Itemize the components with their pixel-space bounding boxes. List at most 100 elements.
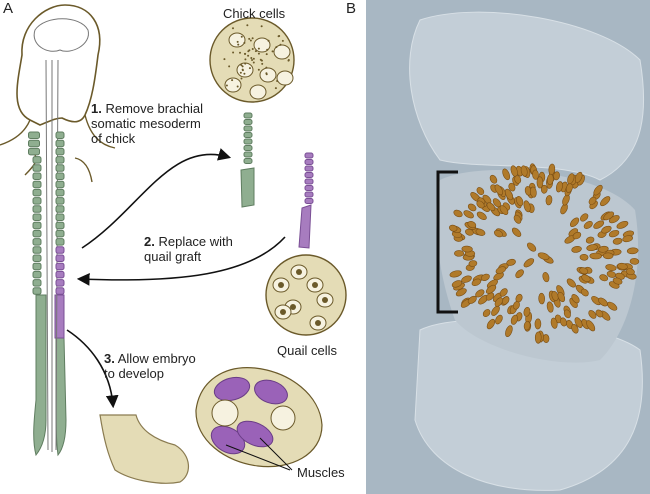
stained-cell bbox=[569, 217, 580, 228]
stained-cell bbox=[475, 289, 485, 298]
stained-cell bbox=[465, 228, 474, 236]
chick-cells-circle bbox=[209, 17, 295, 103]
somite bbox=[55, 147, 65, 156]
stained-cell bbox=[536, 176, 544, 189]
quail-stained-cells bbox=[448, 163, 640, 344]
stained-cell bbox=[583, 221, 593, 229]
chick-nucleus bbox=[236, 62, 254, 78]
step-1-line-3: of chick bbox=[91, 131, 136, 146]
step-2-number: 2. bbox=[144, 234, 155, 249]
somite bbox=[55, 172, 65, 180]
somite bbox=[55, 197, 65, 205]
somite bbox=[32, 180, 42, 189]
chick-cells-label: Chick cells bbox=[223, 6, 286, 21]
somite bbox=[32, 254, 42, 262]
somite bbox=[55, 164, 65, 172]
stained-cell bbox=[572, 231, 582, 240]
stained-cell bbox=[485, 292, 495, 301]
stained-cell bbox=[449, 270, 462, 278]
stained-cell bbox=[482, 309, 491, 318]
stained-cell bbox=[563, 309, 571, 319]
step-3-number: 3. bbox=[104, 351, 115, 366]
chick-embryo bbox=[0, 4, 116, 457]
stained-cell bbox=[494, 184, 504, 196]
somite bbox=[243, 112, 253, 119]
stained-cell bbox=[499, 205, 509, 215]
stained-cell bbox=[560, 317, 567, 327]
stained-cell bbox=[467, 203, 477, 212]
chick-nucleus bbox=[228, 32, 246, 48]
stained-cell bbox=[513, 214, 522, 224]
chick-somite-strip bbox=[240, 112, 255, 208]
somite bbox=[243, 119, 253, 125]
stained-cell bbox=[597, 245, 609, 253]
stained-cell bbox=[626, 247, 639, 255]
limb-cross-section bbox=[195, 367, 323, 471]
stained-cell bbox=[603, 211, 615, 221]
stained-cell bbox=[588, 196, 597, 205]
stained-cell bbox=[612, 237, 623, 245]
somite bbox=[32, 238, 42, 246]
stained-cell bbox=[523, 258, 535, 268]
stained-cell bbox=[514, 175, 522, 184]
stained-cell bbox=[580, 288, 589, 297]
stained-cell bbox=[463, 210, 474, 219]
arrow-replace bbox=[76, 236, 286, 286]
stained-cell bbox=[455, 288, 467, 297]
step-3-line-2: to develop bbox=[104, 366, 164, 381]
stained-cell bbox=[586, 244, 598, 252]
wing-limb bbox=[99, 414, 189, 484]
somite bbox=[243, 132, 253, 138]
somite bbox=[55, 188, 65, 197]
stained-cell bbox=[601, 225, 612, 234]
step-1-label: 1. Remove brachial somatic mesoderm of c… bbox=[91, 101, 203, 146]
somite bbox=[304, 165, 314, 172]
stained-cell bbox=[574, 171, 583, 183]
stained-cell bbox=[567, 173, 575, 185]
stained-cell bbox=[476, 187, 485, 195]
stained-cell bbox=[493, 229, 503, 238]
stained-cell bbox=[499, 288, 508, 297]
stained-cell bbox=[453, 209, 463, 218]
stained-cell bbox=[523, 321, 531, 331]
muscles-label: Muscles bbox=[297, 465, 345, 480]
somite bbox=[32, 156, 42, 164]
stained-cell bbox=[534, 318, 542, 330]
micrograph bbox=[366, 0, 650, 494]
somite bbox=[304, 191, 314, 198]
somite bbox=[55, 254, 65, 262]
somite bbox=[32, 221, 42, 230]
stained-cell bbox=[468, 260, 478, 267]
stained-cell bbox=[501, 296, 510, 305]
arrow-remove bbox=[81, 148, 232, 249]
somite bbox=[32, 164, 42, 172]
stained-cell bbox=[489, 174, 498, 184]
stained-cell bbox=[602, 252, 614, 260]
stained-cell bbox=[523, 200, 531, 213]
stained-cell bbox=[605, 264, 617, 271]
somite bbox=[243, 125, 253, 132]
stained-cell bbox=[542, 272, 550, 283]
somite bbox=[304, 185, 314, 191]
step-2-line-1: Replace with bbox=[158, 234, 233, 249]
somite bbox=[304, 172, 314, 178]
somite bbox=[55, 246, 65, 254]
quail-cells-circle bbox=[265, 254, 347, 336]
stained-cell bbox=[495, 266, 506, 274]
stained-cell bbox=[511, 227, 522, 237]
somite bbox=[243, 145, 253, 151]
somite bbox=[304, 198, 314, 204]
stained-cell bbox=[523, 306, 531, 317]
stained-cell bbox=[571, 245, 582, 253]
stained-cell bbox=[448, 224, 458, 232]
stained-cell bbox=[504, 188, 514, 201]
somite bbox=[32, 246, 42, 254]
somite bbox=[32, 172, 42, 180]
stained-cell bbox=[599, 274, 609, 282]
stained-cell bbox=[516, 196, 524, 207]
stained-cell bbox=[506, 258, 516, 266]
stained-cell bbox=[451, 280, 463, 288]
somite bbox=[55, 213, 65, 221]
stained-cell bbox=[616, 220, 629, 229]
stained-cell bbox=[600, 196, 611, 207]
